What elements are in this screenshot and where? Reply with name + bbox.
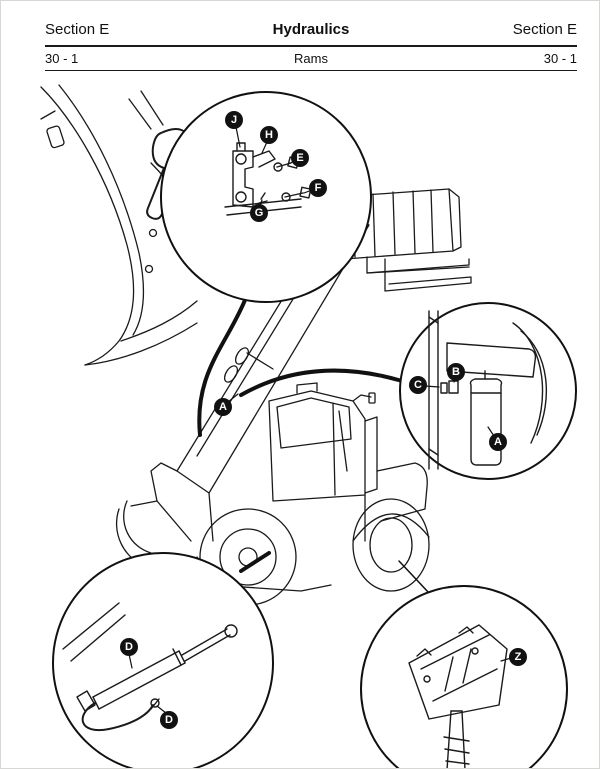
balloon-z: Z	[509, 648, 527, 666]
balloon-d-1: D	[120, 638, 138, 656]
header-section-left: Section E	[45, 21, 110, 38]
page-number-left: 30 - 1	[45, 51, 79, 66]
balloon-d-2: D	[160, 711, 178, 729]
chapter-title: Rams	[294, 51, 328, 66]
subheader-rule	[45, 70, 577, 71]
balloon-a-boom: A	[214, 398, 232, 416]
header-rule	[45, 45, 577, 47]
balloon-h: H	[260, 126, 278, 144]
balloon-j: J	[225, 111, 243, 129]
page-title: Hydraulics	[272, 21, 350, 38]
header-section-right: Section E	[512, 21, 577, 38]
page-subheader: 30 - 1 Rams 30 - 1	[45, 51, 577, 66]
page-header: Section E Hydraulics Section E	[45, 21, 577, 38]
balloon-f: F	[309, 179, 327, 197]
page-number-right: 30 - 1	[543, 51, 577, 66]
balloon-e: E	[291, 149, 309, 167]
balloon-g: G	[250, 204, 268, 222]
balloon-b: B	[447, 363, 465, 381]
balloon-a-detail: A	[489, 433, 507, 451]
balloon-c: C	[409, 376, 427, 394]
